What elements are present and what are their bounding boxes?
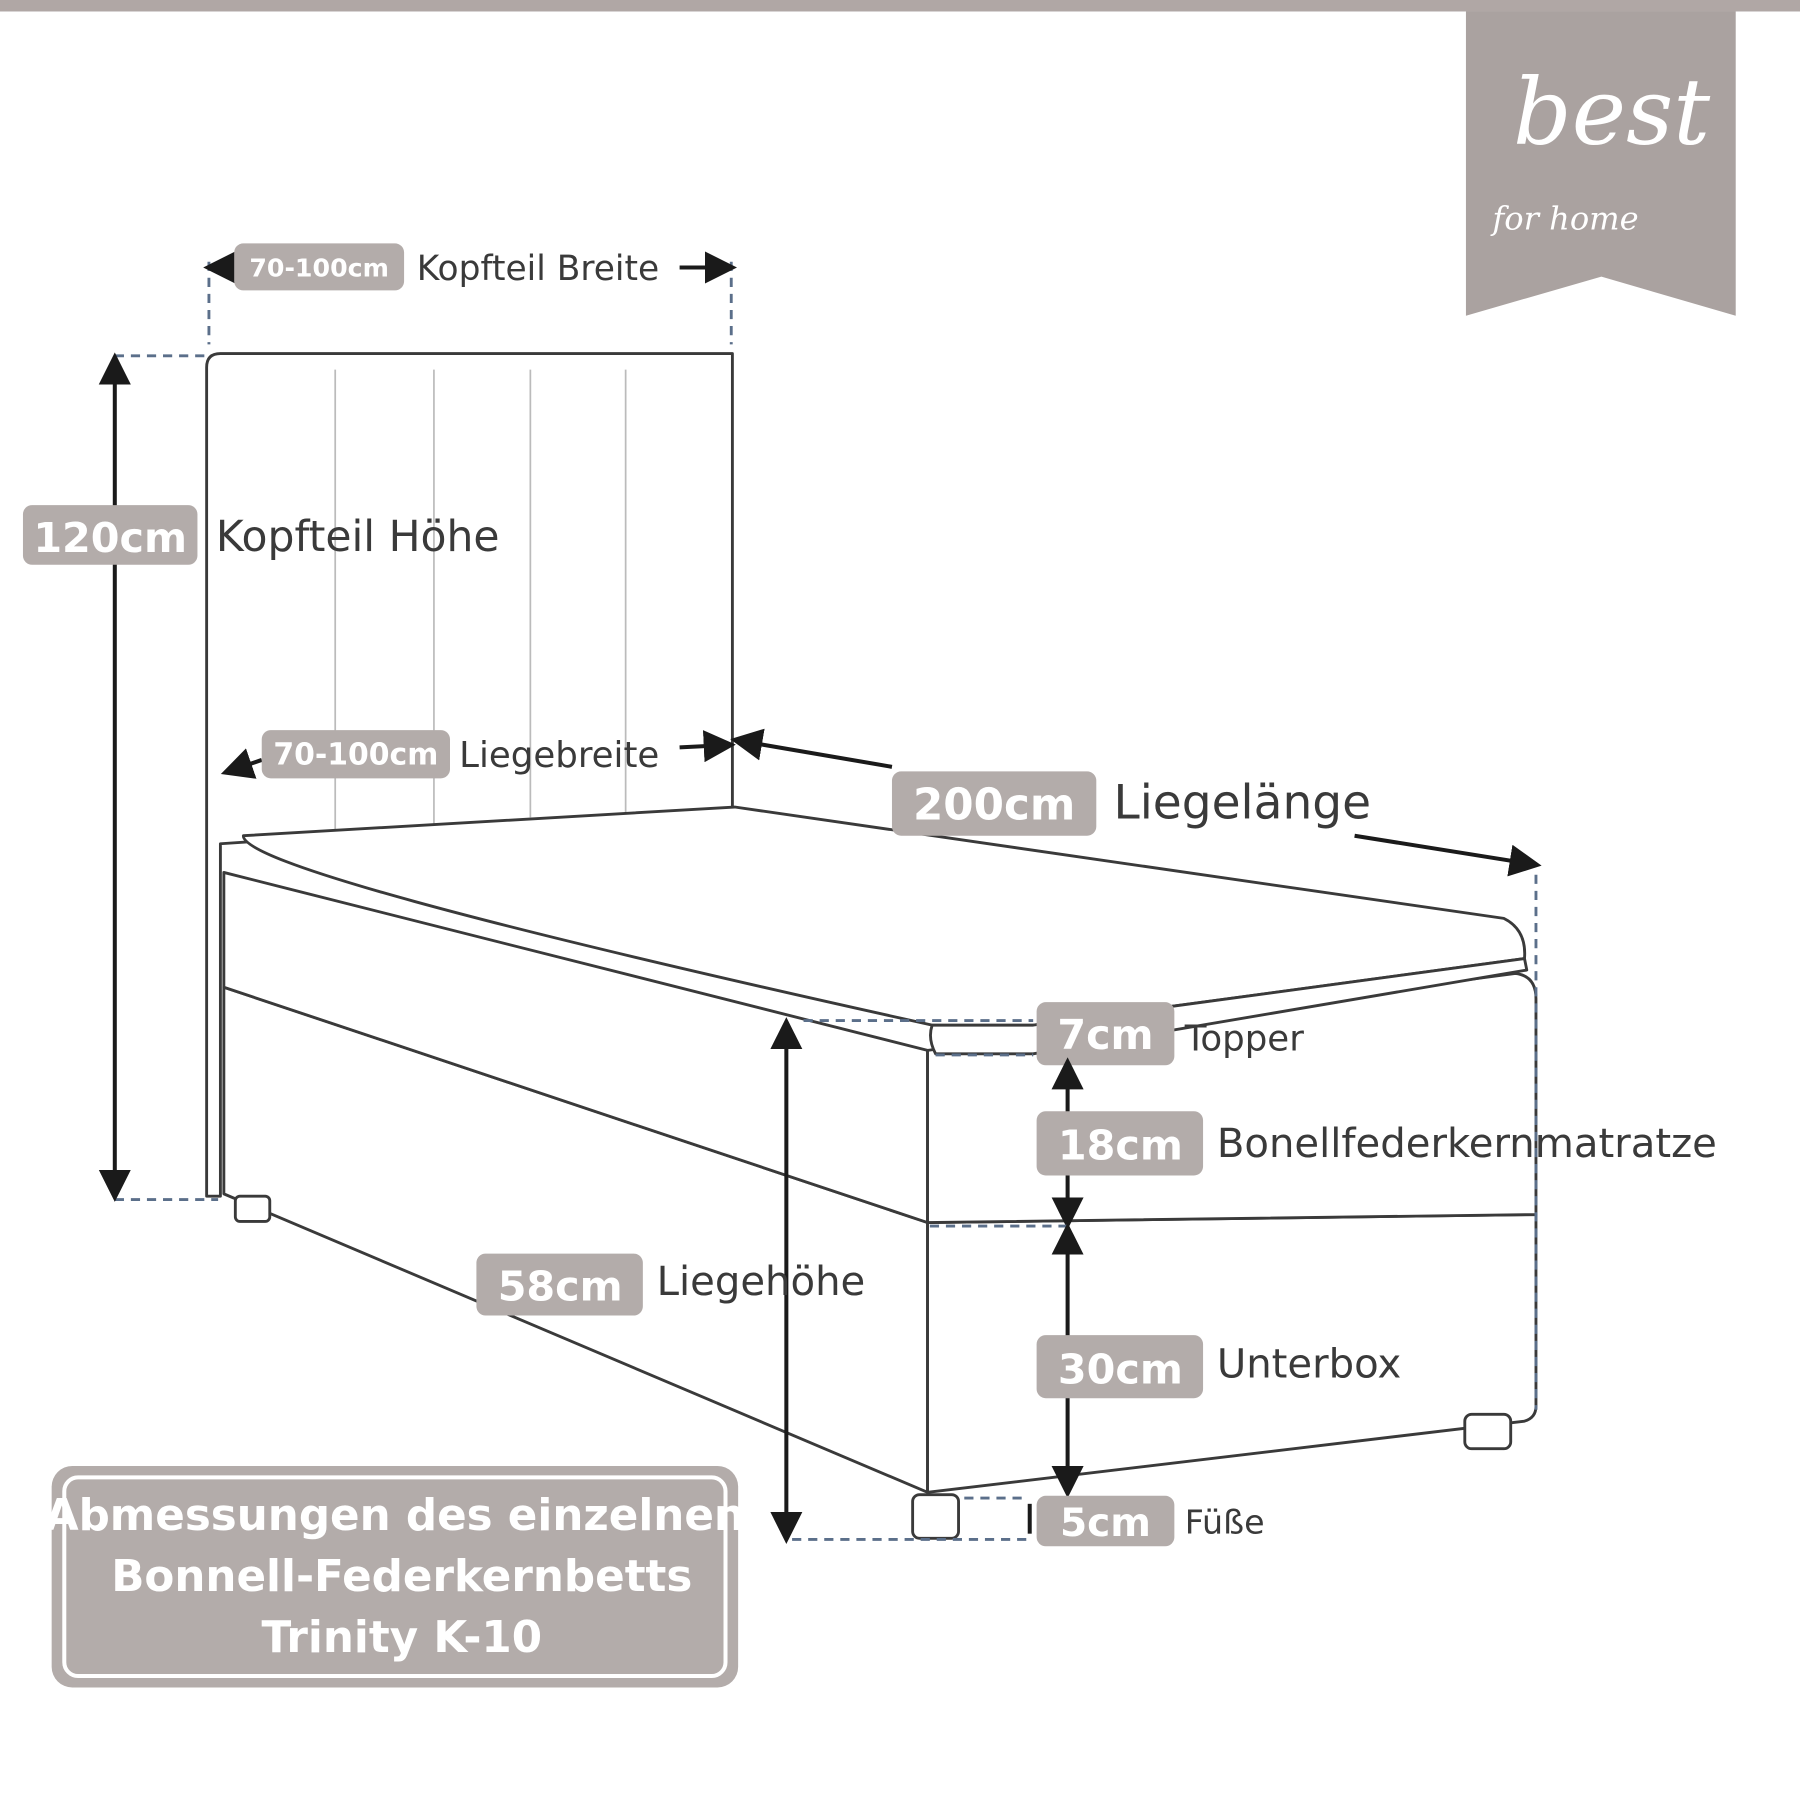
logo-name: best: [1513, 58, 1711, 165]
dimension-sleeping-width: 70-100cm Liegebreite: [220, 730, 736, 779]
foot-back: [233, 1194, 272, 1223]
logo-tagline: for home: [1490, 200, 1638, 238]
dimension-feet: 5cm Füße: [792, 1495, 1265, 1547]
svg-text:Liegelänge: Liegelänge: [1114, 775, 1372, 830]
svg-text:Füße: Füße: [1185, 1503, 1265, 1542]
svg-text:7cm: 7cm: [1057, 1011, 1153, 1059]
svg-text:58cm: 58cm: [498, 1263, 623, 1311]
svg-text:120cm: 120cm: [33, 514, 187, 562]
svg-text:Kopfteil Breite: Kopfteil Breite: [417, 249, 659, 289]
dimension-sleeping-length: 200cm Liegelänge: [730, 728, 1542, 1410]
dimension-mattress: 18cm Bonellfederkernmatratze: [929, 1057, 1717, 1230]
svg-text:Bonellfederkernmatratze: Bonellfederkernmatratze: [1217, 1121, 1717, 1167]
title-box: Abmessungen des einzelnen Bonnell-Federk…: [45, 1465, 745, 1688]
foot-right: [1463, 1412, 1513, 1451]
foot-front: [911, 1493, 960, 1540]
title-line-2: Bonnell-Federkernbetts: [111, 1552, 692, 1602]
svg-text:Liegebreite: Liegebreite: [459, 735, 659, 776]
svg-text:Unterbox: Unterbox: [1217, 1342, 1401, 1388]
svg-text:5cm: 5cm: [1060, 1501, 1151, 1546]
top-bar: [0, 0, 1800, 12]
svg-text:Liegehöhe: Liegehöhe: [657, 1259, 866, 1305]
dimension-lying-height: 58cm Liegehöhe: [476, 1017, 866, 1545]
svg-text:70-100cm: 70-100cm: [273, 738, 438, 773]
svg-text:Topper: Topper: [1184, 1018, 1305, 1059]
svg-text:200cm: 200cm: [913, 781, 1075, 831]
svg-text:70-100cm: 70-100cm: [249, 254, 389, 283]
dimension-headboard-height: 120cm Kopfteil Höhe: [22, 352, 500, 1202]
dimension-headboard-width: 70-100cm Kopfteil Breite: [203, 243, 737, 345]
svg-text:Kopfteil Höhe: Kopfteil Höhe: [216, 513, 500, 562]
svg-text:18cm: 18cm: [1058, 1121, 1183, 1169]
svg-text:30cm: 30cm: [1058, 1345, 1183, 1393]
title-line-1: Abmessungen des einzelnen: [45, 1491, 745, 1541]
dimension-base-box: 30cm Unterbox: [1036, 1222, 1401, 1499]
title-line-3: Trinity K-10: [261, 1613, 542, 1663]
dimension-topper: 7cm Topper: [803, 1002, 1305, 1066]
brand-logo: best for home: [1465, 11, 1736, 316]
